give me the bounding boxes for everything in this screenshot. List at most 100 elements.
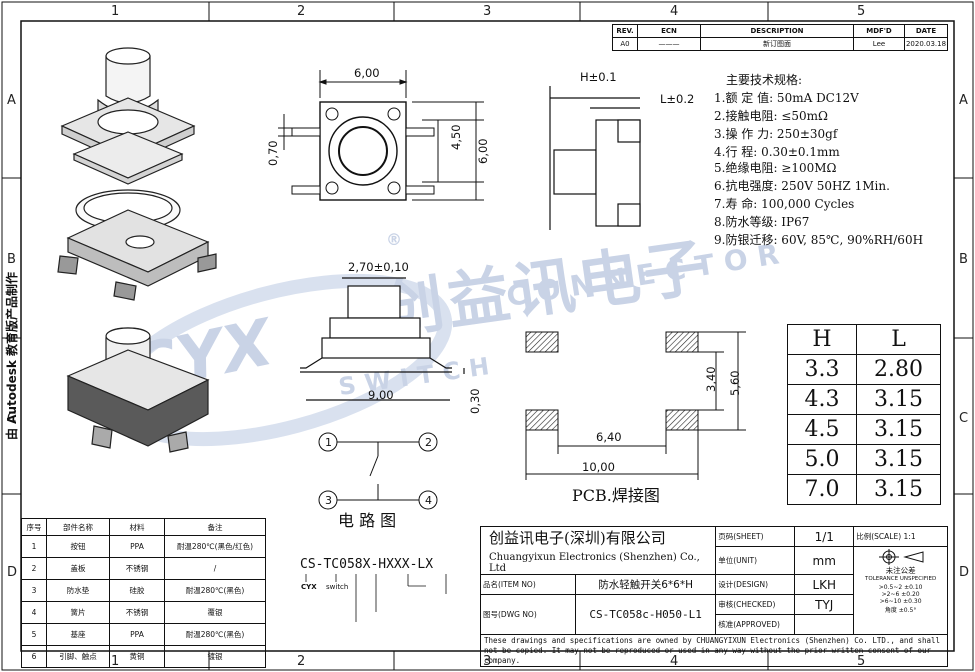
parts-header-note: 备注 (164, 518, 266, 536)
front-view-stem-dim: 2,70±0,10 (348, 260, 409, 274)
parts-cell: 耐温280℃(黑色/红色) (164, 535, 266, 558)
parts-cell: PPA (109, 535, 165, 558)
scale-label: 比例(SCALE) (856, 532, 902, 541)
specs-title: 主要技术规格: (726, 73, 803, 87)
parts-cell: 覆银 (164, 601, 266, 624)
tolerance-line: >0.5~2 ±0.10 (878, 584, 923, 591)
zone-row-b-right: B (959, 252, 968, 267)
side-view-h-dim: H±0.1 (580, 70, 617, 84)
rev-cell-description: 新订图面 (700, 37, 854, 51)
pcb-footprint-drawing (525, 331, 746, 480)
circuit-diagram (318, 432, 438, 510)
parts-cell: 4 (21, 601, 47, 624)
rev-cell-rev: A0 (612, 37, 638, 51)
exploded-view-illustration (57, 47, 217, 453)
parts-cell: 耐温280℃(黑色) (164, 623, 266, 646)
hl-cell-h: 4.3 (787, 384, 857, 415)
zone-row-c-right: C (959, 411, 969, 426)
spec-item: 9.防银迁移: 60V, 85℃, 90%RH/60H (714, 233, 924, 247)
unit-value: mm (794, 546, 855, 575)
part-number-callouts (305, 574, 447, 622)
company-name-cn: 创益讯电子(深圳)有限公司 (489, 529, 666, 547)
zone-col-5: 5 (857, 4, 866, 19)
hl-cell-l: 3.15 (856, 444, 941, 475)
rev-cell-mdfd: Lee (853, 37, 905, 51)
top-view-height-dim: 6,00 (476, 138, 490, 164)
revision-table: REV. ECN DESCRIPTION MDF'D DATE A0 ——— 新… (612, 24, 948, 51)
approved-value (794, 614, 855, 635)
parts-cell: PPA (109, 623, 165, 646)
circuit-pin-1: 1 (325, 436, 332, 449)
hl-cell-l: 3.15 (856, 384, 941, 415)
zone-col-2-bottom: 2 (297, 654, 306, 669)
hl-cell-l: 3.15 (856, 474, 941, 505)
zone-row-d: D (7, 565, 18, 580)
parts-cell: 3 (21, 579, 47, 602)
zone-row-a-right: A (959, 93, 968, 108)
circuit-title: 电 路 图 (338, 511, 397, 530)
sheet-label: 页码(SHEET) (715, 526, 796, 547)
tolerance-title: 未注公差 (885, 566, 916, 575)
side-view-drawing (549, 86, 641, 230)
parts-cell: 盖板 (46, 557, 110, 580)
tolerance-line: >6~10 ±0.30 (879, 598, 922, 605)
parts-cell: 黄铜 (109, 645, 165, 668)
rev-header-date: DATE (904, 24, 948, 38)
front-view-thickness-dim: 0,30 (468, 388, 482, 414)
zone-col-1: 1 (111, 4, 120, 19)
tolerance-line: 角度 ±0.5° (884, 607, 917, 614)
parts-cell: 6 (21, 645, 47, 668)
checked-value: TYJ (794, 594, 855, 615)
pcb-pitch-y-dim: 3,40 (704, 366, 718, 392)
pcb-title: PCB.焊接图 (572, 486, 660, 505)
circuit-pin-3: 3 (325, 494, 332, 507)
parts-cell: / (164, 557, 266, 580)
design-value: LKH (794, 574, 855, 595)
scale-cell: 比例(SCALE) 1:1 (853, 526, 948, 547)
zone-col-3: 3 (483, 4, 492, 19)
parts-cell: 2 (21, 557, 47, 580)
zone-col-4: 4 (670, 4, 679, 19)
company-name-en: Chuangyixun Electronics (Shenzhen) Co., … (489, 552, 700, 574)
item-label: 品名(ITEM NO) (480, 574, 576, 595)
title-block: 创益讯电子(深圳)有限公司 Chuangyixun Electronics (S… (479, 526, 948, 668)
spec-item: 5.绝缘电阻: ≥100MΩ (714, 161, 837, 175)
top-view-pin-offset-dim: 0,70 (266, 140, 280, 166)
top-view-inner-dim: 4,50 (449, 124, 463, 150)
parts-cell: 1 (21, 535, 47, 558)
parts-cell: 镀银 (164, 645, 266, 668)
tolerance-line: >2~6 ±0.20 (881, 591, 920, 598)
spec-item: 7.寿 命: 100,000 Cycles (714, 197, 855, 211)
parts-cell: 引脚、触点 (46, 645, 110, 668)
part-number-type: switch (326, 583, 349, 591)
parts-cell: 按钮 (46, 535, 110, 558)
top-view-width-dim: 6,00 (354, 66, 380, 80)
rev-header-ecn: ECN (637, 24, 701, 38)
unit-label: 单位(UNIT) (715, 546, 796, 575)
parts-header-material: 材料 (109, 518, 165, 536)
approved-label: 核准(APPROVED) (715, 614, 796, 635)
hl-cell-l: 3.15 (856, 414, 941, 445)
zone-row-c: C (7, 411, 17, 426)
hl-header-l: L (856, 324, 941, 355)
tolerance-cell: 未注公差 TOLERANCE UNSPECIFIED >0.5~2 ±0.10 … (853, 546, 948, 635)
zone-row-a: A (7, 93, 16, 108)
rev-header-mdfd: MDF'D (853, 24, 905, 38)
parts-cell: 5 (21, 623, 47, 646)
parts-cell: 防水垫 (46, 579, 110, 602)
hl-cell-h: 5.0 (787, 444, 857, 475)
tolerance-en: TOLERANCE UNSPECIFIED (865, 576, 937, 582)
dwg-value: CS-TC058c-H050-L1 (574, 594, 717, 635)
sheet-value: 1/1 (794, 526, 855, 547)
watermark-registered: ® (386, 230, 402, 249)
parts-cell: 基座 (46, 623, 110, 646)
front-view-drawing (300, 277, 465, 401)
top-view-drawing (278, 70, 484, 201)
side-view-l-dim: L±0.2 (660, 92, 695, 106)
spec-item: 3.操 作 力: 250±30gf (714, 127, 838, 141)
rev-cell-date: 2020.03.18 (904, 37, 948, 51)
part-number-brand: CYX (301, 583, 317, 591)
circuit-pin-4: 4 (425, 494, 432, 507)
